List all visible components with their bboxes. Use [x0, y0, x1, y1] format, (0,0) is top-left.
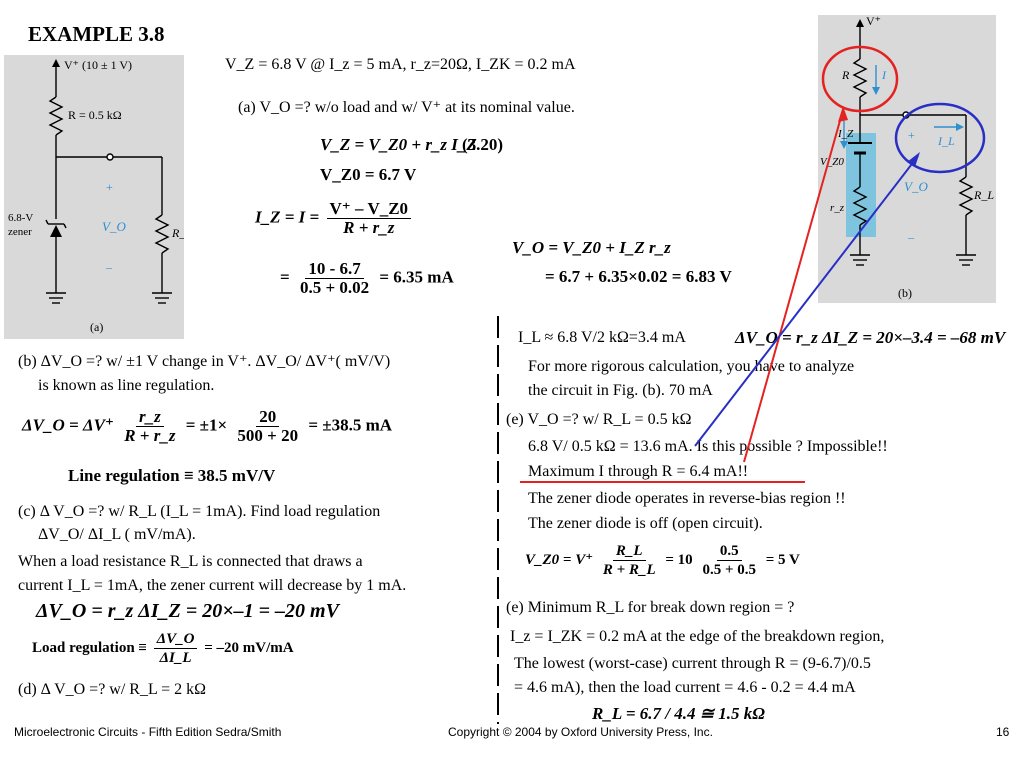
- part-b-eq-result: = ±38.5 mA: [308, 415, 393, 435]
- part-e-line1: (e) V_O =? w/ R_L = 0.5 kΩ: [506, 411, 692, 428]
- fig-b-iz-label: I_Z: [837, 128, 854, 140]
- fig-b-vo-label: V_O: [904, 179, 928, 194]
- load-regulation-denominator: ΔI_L: [159, 650, 192, 666]
- part-a-eq4-result: = 6.35 mA: [379, 267, 454, 287]
- part-b-eq-fraction2: 20 500 + 20: [234, 408, 301, 445]
- fig-a-supply-label: V⁺ (10 ± 1 V): [64, 58, 132, 72]
- part-a-eq4: = 10 - 6.7 0.5 + 0.02 = 6.35 mA: [280, 259, 454, 297]
- fig-b-plus: +: [908, 128, 915, 142]
- fig-b-i-label: I: [881, 68, 887, 82]
- line-regulation: Line regulation ≡ 38.5 mV/V: [68, 466, 276, 485]
- slide-title: EXAMPLE 3.8: [28, 22, 165, 46]
- circuit-b-diagram: V⁺ R I I_Z + I_L V_Z0 V_O r_z – R_L (b): [820, 14, 994, 300]
- fig-b-r-label: R: [841, 68, 850, 82]
- fig-a-vo-label: V_O: [102, 219, 126, 234]
- fig-a-zener-label: 6.8-V: [8, 212, 33, 224]
- part-a-eq4-fraction: 10 - 6.7 0.5 + 0.02: [297, 260, 372, 297]
- fig-a-minus: –: [105, 260, 113, 274]
- fig-a-caption: (a): [90, 320, 103, 334]
- part-e-eq-fraction2: 0.5 0.5 + 0.5: [699, 542, 759, 579]
- part-c-line3: When a load resistance R_L is connected …: [18, 553, 363, 570]
- part-f-line4: = 4.6 mA), then the load current = 4.6 -…: [514, 679, 856, 696]
- load-regulation-fraction: ΔV_O ΔI_L: [153, 630, 198, 667]
- part-e-eq-denominator2: 0.5 + 0.5: [702, 562, 756, 578]
- part-e-line4: The zener diode operates in reverse-bias…: [528, 490, 846, 507]
- part-d-il: I_L ≈ 6.8 V/2 kΩ=3.4 mA: [518, 329, 686, 346]
- part-e-eq-mid: = 10: [665, 551, 693, 568]
- part-f-line3: The lowest (worst-case) current through …: [514, 655, 871, 672]
- load-regulation-lhs: Load regulation ≡: [32, 639, 147, 656]
- part-e-line2: 6.8 V/ 0.5 kΩ = 13.6 mA. Is this possibl…: [528, 438, 888, 455]
- part-d-line1: (d) Δ V_O =? w/ R_L = 2 kΩ: [18, 681, 207, 698]
- load-regulation: Load regulation ≡ ΔV_O ΔI_L = –20 mV/mA: [32, 630, 294, 667]
- part-a-eq3: I_Z = I = V⁺ – V_Z0 R + r_z: [255, 200, 414, 237]
- underline-max-current: [520, 481, 805, 483]
- part-e-eq-numerator1: R_L: [612, 542, 646, 561]
- part-d-eq: ΔV_O = r_z ΔI_Z = 20×–3.4 = –68 mV: [735, 328, 1006, 347]
- fig-b-il-label: I_L: [937, 134, 955, 148]
- part-c-line4: current I_L = 1mA, the zener current wil…: [18, 577, 407, 594]
- figure-b: V⁺ R I I_Z + I_L V_Z0 V_O r_z – R_L (b): [818, 14, 996, 303]
- divider-line: [497, 316, 499, 724]
- part-e-eq-fraction1: R_L R + R_L: [600, 542, 659, 579]
- part-e-eq-lhs: V_Z0 = V⁺: [525, 551, 594, 568]
- part-e-eq-result: = 5 V: [765, 551, 800, 568]
- footer-copyright: Copyright © 2004 by Oxford University Pr…: [448, 725, 713, 739]
- part-b-eq-numerator1: r_z: [135, 408, 164, 427]
- fig-a-zener-label-2: zener: [8, 226, 32, 238]
- part-f-line2: I_z = I_ZK = 0.2 mA at the edge of the b…: [510, 628, 885, 645]
- part-a-eq1-number: (3.20): [462, 135, 504, 154]
- part-c-line2: ΔV_O/ ΔI_L ( mV/mA).: [38, 526, 196, 543]
- part-b-eq: ΔV_O = ΔV⁺ r_z R + r_z = ±1× 20 500 + 20…: [22, 408, 392, 445]
- fig-b-vz0-label: V_Z0: [820, 156, 844, 168]
- part-c-eq: ΔV_O = r_z ΔI_Z = 20×–1 = –20 mV: [36, 600, 339, 622]
- part-f-line1: (e) Minimum R_L for break down region = …: [506, 599, 795, 616]
- fig-b-minus: –: [907, 230, 915, 244]
- fig-a-resistor-label: R = 0.5 kΩ: [68, 108, 122, 122]
- circuit-a-diagram: V⁺ (10 ± 1 V) R = 0.5 kΩ 6.8-V zener + V…: [8, 58, 192, 334]
- fig-a-rl-label: R_L: [171, 226, 184, 240]
- part-b-eq-fraction1: r_z R + r_z: [121, 408, 178, 445]
- part-a-text: (a) V_O =? w/o load and w/ V⁺ at its nom…: [238, 99, 575, 116]
- part-b-eq-denominator1: R + r_z: [124, 426, 176, 445]
- part-a-eq1: V_Z = V_Z0 + r_z I_Z: [320, 135, 477, 154]
- part-a-eq3-denominator: R + r_z: [343, 218, 395, 237]
- load-regulation-numerator: ΔV_O: [153, 630, 198, 649]
- part-a-eq3-numerator: V⁺ – V_Z0: [326, 200, 412, 219]
- part-f-eq: R_L = 6.7 / 4.4 ≅ 1.5 kΩ: [592, 704, 765, 723]
- part-b-line1: (b) ΔV_O =? w/ ±1 V change in V⁺. ΔV_O/ …: [18, 353, 391, 370]
- part-b-eq-mid: = ±1×: [185, 415, 228, 435]
- part-b-eq-numerator2: 20: [256, 408, 280, 427]
- fig-b-caption: (b): [898, 286, 912, 300]
- footer-page-number: 16: [996, 725, 1010, 739]
- part-d-more1: For more rigorous calculation, you have …: [528, 358, 855, 375]
- footer-book: Microelectronic Circuits - Fifth Edition…: [14, 725, 282, 739]
- load-regulation-result: = –20 mV/mA: [204, 639, 294, 656]
- part-e-line3: Maximum I through R = 6.4 mA!!: [528, 463, 749, 480]
- part-e-eq: V_Z0 = V⁺ R_L R + R_L = 10 0.5 0.5 + 0.5…: [525, 542, 800, 579]
- part-b-eq-denominator2: 500 + 20: [237, 426, 299, 445]
- part-e-eq-denominator1: R + R_L: [602, 562, 656, 578]
- figure-a: V⁺ (10 ± 1 V) R = 0.5 kΩ 6.8-V zener + V…: [4, 55, 192, 339]
- part-b-eq-lhs: ΔV_O = ΔV⁺: [22, 415, 114, 435]
- part-a-eq5: V_O = V_Z0 + I_Z r_z: [512, 238, 671, 257]
- fig-a-plus: +: [106, 180, 113, 194]
- part-d-more2: the circuit in Fig. (b). 70 mA: [528, 382, 713, 399]
- fig-b-rl-label: R_L: [973, 188, 994, 202]
- part-a-eq2: V_Z0 = 6.7 V: [320, 165, 417, 184]
- part-a-eq6: = 6.7 + 6.35×0.02 = 6.83 V: [545, 267, 732, 286]
- part-e-line5: The zener diode is off (open circuit).: [528, 515, 763, 532]
- part-a-eq3-lhs: I_Z = I =: [255, 207, 320, 227]
- given-values: V_Z = 6.8 V @ I_z = 5 mA, r_z=20Ω, I_ZK …: [225, 56, 576, 73]
- fig-b-vplus: V⁺: [866, 15, 881, 28]
- part-b-line2: is known as line regulation.: [38, 377, 215, 394]
- part-c-line1: (c) Δ V_O =? w/ R_L (I_L = 1mA). Find lo…: [18, 503, 381, 520]
- part-a-eq4-denominator: 0.5 + 0.02: [299, 278, 370, 297]
- part-a-eq4-numerator: 10 - 6.7: [305, 260, 364, 279]
- fig-b-rz-label: r_z: [830, 202, 845, 214]
- part-e-eq-numerator2: 0.5: [716, 542, 742, 561]
- part-a-eq3-fraction: V⁺ – V_Z0 R + r_z: [326, 200, 412, 237]
